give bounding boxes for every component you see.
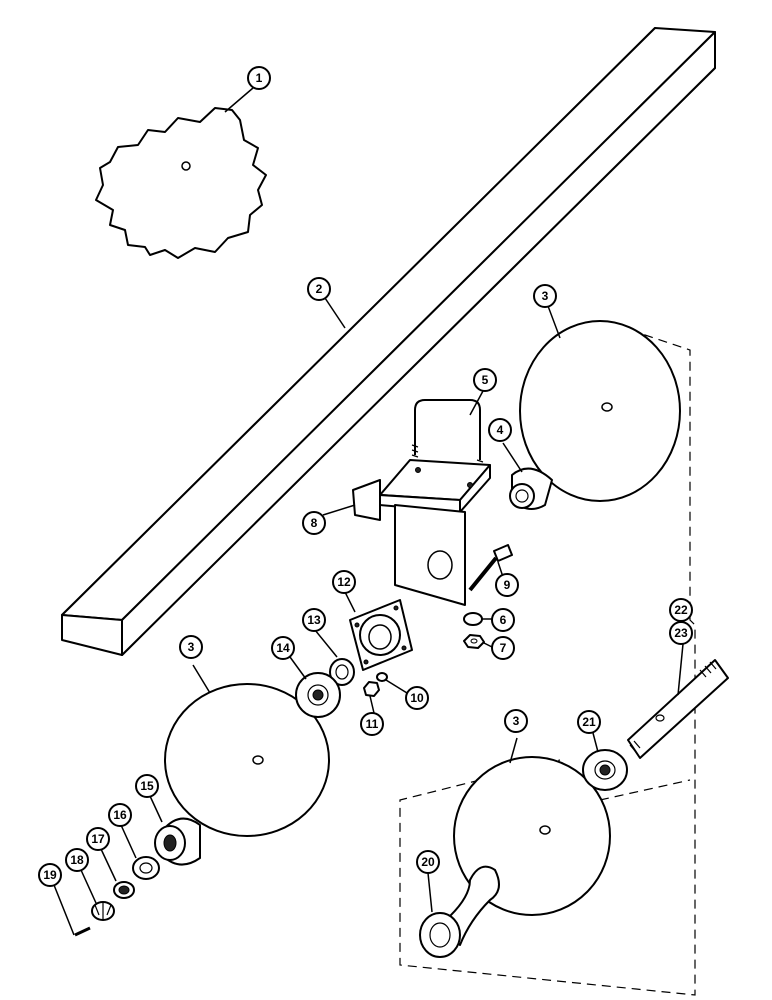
callout-3-label: 3 xyxy=(513,714,520,728)
callout-12: 12 xyxy=(332,570,356,594)
callout-9: 9 xyxy=(495,573,519,597)
spool-lower xyxy=(154,817,201,866)
callout-7: 7 xyxy=(491,636,515,660)
callout-1: 1 xyxy=(247,66,271,90)
callout-11-label: 11 xyxy=(366,717,379,731)
flange-bearing xyxy=(349,599,413,671)
locking-collar xyxy=(329,658,355,686)
callout-17-label: 17 xyxy=(91,832,105,846)
callout-7-label: 7 xyxy=(500,641,507,655)
callout-18: 18 xyxy=(65,848,89,872)
plain-disc-upper xyxy=(519,320,681,502)
gang-bar xyxy=(61,27,716,656)
callout-16-label: 16 xyxy=(113,808,127,822)
bearing-bracket xyxy=(352,459,491,606)
callout-11: 11 xyxy=(360,712,384,736)
spool-spacer-lower xyxy=(419,865,500,958)
callout-4-label: 4 xyxy=(497,423,504,437)
spool-spacer xyxy=(509,467,553,510)
callout-15: 15 xyxy=(135,774,159,798)
callout-23-label: 23 xyxy=(674,626,688,640)
disc-spacer-upper xyxy=(295,672,341,718)
callout-15-label: 15 xyxy=(140,779,154,793)
callout-8: 8 xyxy=(302,511,326,535)
callout-5: 5 xyxy=(473,368,497,392)
callout-13: 13 xyxy=(302,608,326,632)
lock-washer xyxy=(463,612,483,626)
small-washer xyxy=(376,672,388,682)
callout-5-label: 5 xyxy=(482,373,489,387)
leader-lines xyxy=(53,87,684,936)
callout-23: 23 xyxy=(669,621,693,645)
callout-1-label: 1 xyxy=(256,71,263,85)
callout-19-label: 19 xyxy=(43,868,57,882)
castle-nut xyxy=(91,901,115,921)
callout-22-label: 22 xyxy=(674,603,688,617)
flat-washer xyxy=(132,856,160,880)
callout-6-label: 6 xyxy=(500,613,507,627)
hex-nut xyxy=(463,634,485,649)
callout-2: 2 xyxy=(307,277,331,301)
notched-disc-blade xyxy=(95,107,267,259)
callout-18-label: 18 xyxy=(70,853,84,867)
callout-3-label: 3 xyxy=(188,640,195,654)
callout-6: 6 xyxy=(491,608,515,632)
callout-21: 21 xyxy=(577,710,601,734)
hex-bolt xyxy=(468,544,513,592)
callout-12-label: 12 xyxy=(337,575,351,589)
callout-3: 3 xyxy=(533,284,557,308)
cotter-pin xyxy=(74,926,91,937)
callout-14-label: 14 xyxy=(276,641,290,655)
notched-disc-center-hole xyxy=(181,161,191,171)
disc-spacer-right xyxy=(582,749,628,791)
callout-14: 14 xyxy=(271,636,295,660)
callout-20-label: 20 xyxy=(421,855,435,869)
callout-4: 4 xyxy=(488,418,512,442)
callout-13-label: 13 xyxy=(307,613,321,627)
callout-21-label: 21 xyxy=(582,715,596,729)
callout-2-label: 2 xyxy=(316,282,323,296)
gang-bolt xyxy=(627,659,729,759)
callout-9-label: 9 xyxy=(504,578,511,592)
callout-3: 3 xyxy=(504,709,528,733)
callouts: 1 2 3 3 3 4 5 6 xyxy=(38,66,693,887)
callout-8-label: 8 xyxy=(311,516,318,530)
u-bolt xyxy=(411,399,484,473)
callout-20: 20 xyxy=(416,850,440,874)
callout-22: 22 xyxy=(669,598,693,622)
callout-10-label: 10 xyxy=(410,691,424,705)
callout-3-label: 3 xyxy=(542,289,549,303)
callout-19: 19 xyxy=(38,863,62,887)
small-nut xyxy=(363,681,380,697)
callout-16: 16 xyxy=(108,803,132,827)
plain-disc-lower-left xyxy=(164,683,330,837)
assembly-boundary-dashed xyxy=(399,329,696,996)
thin-washer xyxy=(113,881,135,899)
callout-10: 10 xyxy=(405,686,429,710)
callout-17: 17 xyxy=(86,827,110,851)
callout-3: 3 xyxy=(179,635,203,659)
